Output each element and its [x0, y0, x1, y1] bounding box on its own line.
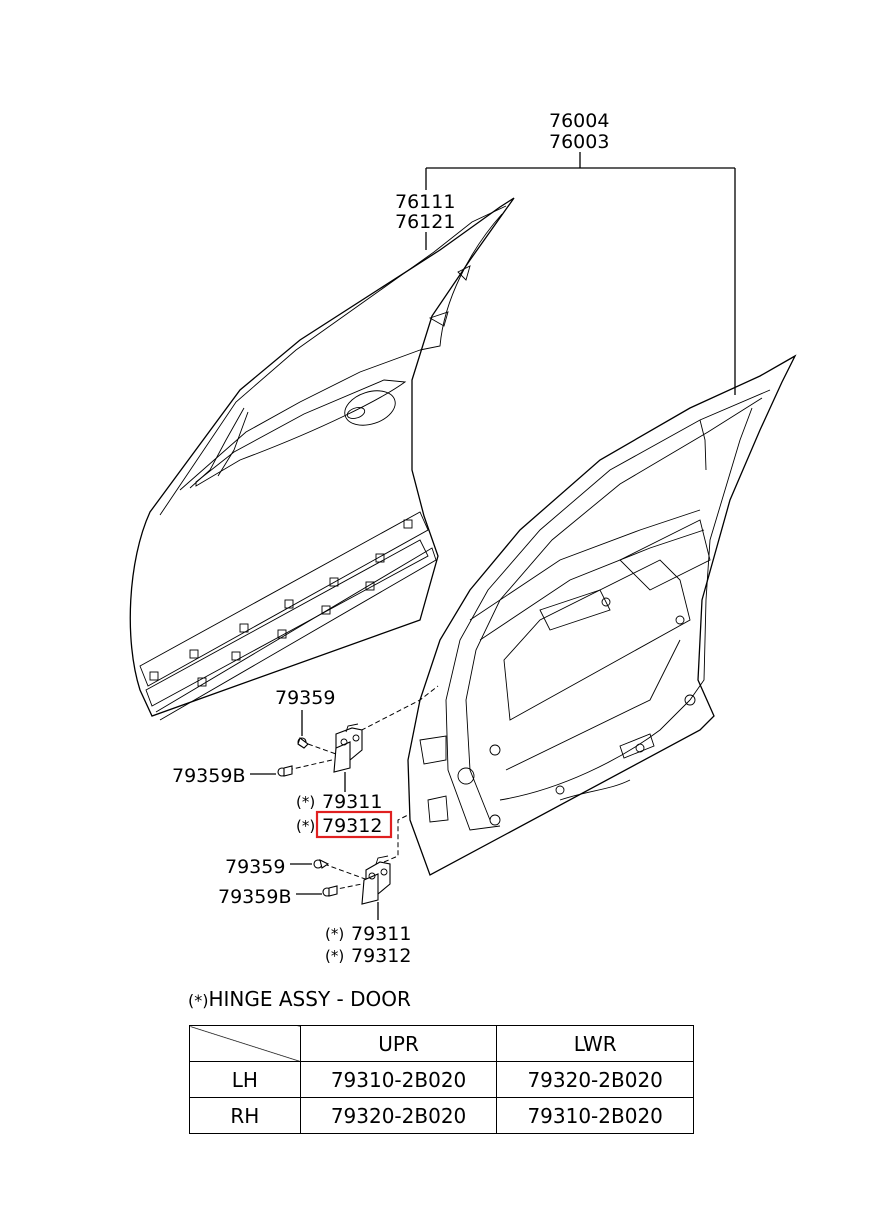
callout-76121[interactable]: 76121	[395, 211, 455, 233]
callout-79359-lower[interactable]: 79359	[225, 856, 285, 878]
bolt-icon[interactable]	[277, 765, 293, 777]
hinge-icon[interactable]	[333, 723, 363, 773]
asterisk-marker: (*)	[296, 817, 315, 835]
callout-76004[interactable]: 76004	[549, 110, 609, 132]
row-side-label: RH	[189, 1097, 301, 1134]
asterisk-marker: (*)	[296, 793, 315, 811]
callout-76111[interactable]: 76111	[395, 191, 455, 213]
bolt-icon[interactable]	[322, 885, 338, 897]
asterisk-marker: (*)	[188, 991, 209, 1010]
column-header-lwr: LWR	[496, 1025, 694, 1062]
callout-79359B-upper[interactable]: 79359B	[172, 765, 245, 787]
part-number-cell[interactable]: 79320-2B020	[299, 1097, 498, 1134]
callout-79312-upper[interactable]: 79312	[322, 815, 382, 837]
assembly-leader	[425, 152, 736, 395]
table-title: (*)HINGE ASSY - DOOR	[188, 987, 411, 1011]
table-header-row: UPR LWR	[189, 1025, 694, 1062]
hinge-icon[interactable]	[361, 855, 391, 905]
callout-79312-lower[interactable]: 79312	[351, 945, 411, 967]
door-frame-drawing	[407, 354, 797, 876]
hinge-parts-table: UPR LWR LH 79310-2B020 79320-2B020 RH 79…	[189, 1025, 694, 1134]
table-title-text: HINGE ASSY - DOOR	[208, 987, 411, 1011]
table-row: LH 79310-2B020 79320-2B020	[189, 1061, 694, 1098]
callout-79359-upper[interactable]: 79359	[275, 687, 335, 709]
part-number-cell[interactable]: 79310-2B020	[299, 1061, 498, 1098]
callout-76003[interactable]: 76003	[549, 131, 609, 153]
callout-79359B-lower[interactable]: 79359B	[218, 886, 291, 908]
bolt-icon[interactable]	[313, 858, 330, 869]
lower-hinge-group	[290, 813, 411, 920]
upper-hinge-group	[250, 685, 439, 792]
table-corner-cell	[189, 1025, 301, 1062]
asterisk-marker: (*)	[325, 925, 344, 943]
callout-79311-lower[interactable]: 79311	[351, 923, 411, 945]
door-outer-panel-drawing	[129, 197, 515, 721]
row-side-label: LH	[189, 1061, 301, 1098]
callout-79311-upper[interactable]: 79311	[322, 791, 382, 813]
column-header-upr: UPR	[299, 1025, 498, 1062]
part-number-cell[interactable]: 79310-2B020	[496, 1097, 694, 1134]
highlight-box	[315, 810, 393, 839]
part-number-cell[interactable]: 79320-2B020	[496, 1061, 694, 1098]
bolt-icon[interactable]	[297, 737, 309, 749]
table-row: RH 79320-2B020 79310-2B020	[189, 1097, 694, 1134]
asterisk-marker: (*)	[325, 947, 344, 965]
